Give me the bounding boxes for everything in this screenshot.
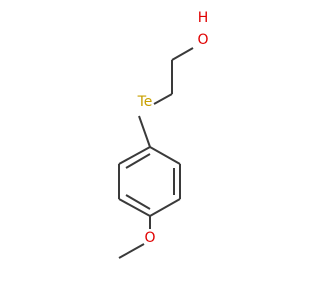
hydroxyl-o-label: O xyxy=(197,32,208,48)
bond-ch2-oh xyxy=(171,47,194,61)
molecule-structure: Te H O O xyxy=(118,10,209,259)
ether-oxygen-label: O xyxy=(144,230,155,246)
bond-te-ch2 xyxy=(153,93,173,105)
bond-ring-3 xyxy=(149,198,181,217)
bond-ring-4 xyxy=(118,198,151,217)
bond-ring-6 xyxy=(118,146,151,165)
double-bond-inner-2 xyxy=(125,194,151,210)
hydroxyl-h-label: H xyxy=(198,10,209,26)
bond-o-ch3 xyxy=(118,243,145,259)
bond-ring-1 xyxy=(149,146,181,165)
bond-ring-te xyxy=(138,115,151,148)
double-bond-inner-3 xyxy=(125,153,151,169)
tellurium-label: Te xyxy=(137,94,153,110)
